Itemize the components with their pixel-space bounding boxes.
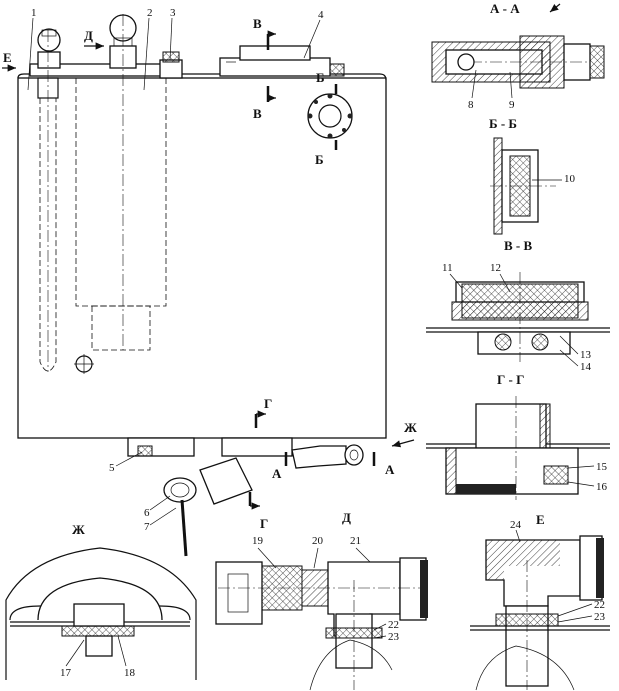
- section-vv-title: В - В: [504, 238, 533, 253]
- callout-4: 4: [318, 9, 324, 21]
- filler-cap-2: [109, 14, 137, 350]
- view-d-title: Д: [342, 510, 351, 525]
- section-bb-title: Б - Б: [489, 116, 517, 131]
- callout-2: 2: [147, 7, 153, 19]
- mark-b-top: Б: [316, 70, 325, 85]
- mark-e: Е: [3, 50, 12, 65]
- callout-3: 3: [170, 7, 176, 19]
- mark-a-right: А: [385, 462, 395, 477]
- callout-17: 17: [60, 667, 72, 679]
- main-callouts: 1 2 3 4 5 6 7: [27, 7, 324, 533]
- mark-g-top: Г: [264, 396, 272, 411]
- outlet-pipe-a: [291, 444, 364, 469]
- callout-15: 15: [596, 461, 608, 473]
- callout-6: 6: [144, 507, 150, 519]
- callout-12: 12: [490, 262, 501, 274]
- callout-7: 7: [144, 521, 150, 533]
- view-e: Е 24 22 23: [470, 512, 610, 691]
- callout-18: 18: [124, 667, 136, 679]
- callout-13: 13: [580, 349, 592, 361]
- callout-22-e: 22: [594, 599, 605, 611]
- callout-14: 14: [580, 361, 592, 373]
- view-d: Д 19 20 21 22 23: [215, 510, 428, 691]
- callout-5: 5: [109, 462, 115, 474]
- callout-9: 9: [509, 99, 515, 111]
- callout-23-d: 23: [388, 631, 400, 643]
- filler-neck-1: [37, 28, 61, 372]
- mark-v-top: В: [253, 16, 262, 31]
- callout-11: 11: [442, 262, 453, 274]
- callout-8: 8: [468, 99, 474, 111]
- callout-21: 21: [350, 535, 361, 547]
- side-flange-b: [307, 93, 353, 139]
- section-aa-title: А - А: [490, 1, 520, 16]
- section-aa: А - А 8 9: [431, 1, 605, 111]
- callout-23-e: 23: [594, 611, 606, 623]
- mark-a-left: А: [272, 466, 282, 481]
- callout-19: 19: [252, 535, 264, 547]
- mark-zh: Ж: [404, 420, 417, 435]
- view-e-title: Е: [536, 512, 545, 527]
- mark-g-bottom: Г: [260, 516, 268, 531]
- sensor-flange-4: [219, 45, 345, 77]
- callout-16: 16: [596, 481, 608, 493]
- section-vv: В - В 11 12 13 14: [426, 238, 610, 373]
- mark-d: Д: [84, 28, 93, 43]
- mark-b-bottom: Б: [315, 152, 324, 167]
- section-gg: Г - Г 15 16: [426, 372, 610, 500]
- view-zh-title: Ж: [72, 522, 85, 537]
- drain-valve-6-7: [163, 457, 253, 557]
- view-zh: Ж 17 18: [5, 522, 197, 680]
- section-markers: Е Д В В Б Б Г Г А А Ж: [2, 16, 417, 531]
- callout-20: 20: [312, 535, 324, 547]
- callout-10: 10: [564, 173, 576, 185]
- callout-22-d: 22: [388, 619, 399, 631]
- callout-1: 1: [31, 7, 37, 19]
- mark-v-bottom: В: [253, 106, 262, 121]
- callout-24: 24: [510, 519, 522, 531]
- section-bb: Б - Б 10: [489, 116, 576, 235]
- tank-main-view: [17, 14, 387, 557]
- section-gg-title: Г - Г: [497, 372, 524, 387]
